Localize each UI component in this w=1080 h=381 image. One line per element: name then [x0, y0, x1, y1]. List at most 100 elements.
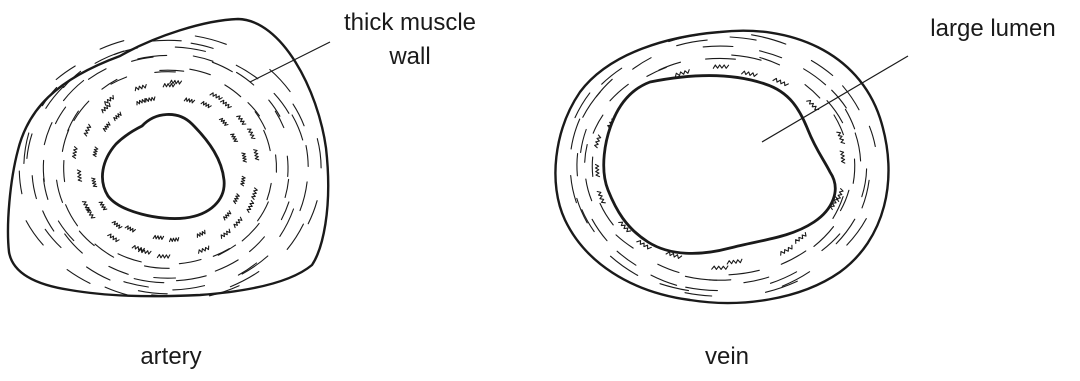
fibre-stroke — [685, 293, 712, 296]
fibre-squiggle — [157, 255, 169, 259]
fibre-stroke — [611, 256, 638, 275]
artery-wall-leader-line — [250, 42, 330, 82]
fibre-squiggle — [99, 202, 107, 210]
fibre-stroke — [65, 234, 83, 253]
fibre-squiggle — [135, 85, 146, 91]
artery-cross-section — [8, 19, 328, 296]
fibre-squiggle — [713, 65, 728, 68]
fibre-stroke — [109, 266, 128, 274]
fibre-stroke — [175, 47, 205, 51]
fibre-stroke — [805, 85, 820, 98]
fibre-stroke — [43, 160, 44, 181]
fibre-stroke — [155, 72, 176, 73]
fibre-squiggle — [108, 234, 119, 242]
fibre-stroke — [317, 139, 321, 168]
fibre-stroke — [847, 219, 867, 246]
fibre-squiggle — [231, 134, 238, 141]
fibre-stroke — [56, 107, 66, 124]
fibre-stroke — [300, 182, 307, 211]
vein-caption: vein — [705, 343, 749, 370]
fibre-stroke — [258, 202, 269, 221]
fibre-stroke — [730, 37, 756, 40]
fibre-stroke — [190, 69, 211, 75]
fibre-stroke — [811, 61, 832, 76]
fibre-stroke — [571, 119, 580, 149]
fibre-stroke — [242, 223, 259, 241]
fibre-stroke — [600, 203, 613, 225]
fibre-stroke — [571, 176, 577, 203]
fibre-stroke — [280, 209, 294, 236]
fibre-squiggle — [73, 147, 78, 159]
fibre-squiggle — [247, 201, 254, 213]
fibre-stroke — [138, 291, 167, 294]
fibre-stroke — [124, 282, 148, 287]
fibre-stroke — [179, 260, 201, 264]
fibre-stroke — [647, 67, 666, 76]
fibre-stroke — [744, 277, 769, 283]
fibre-stroke — [151, 40, 181, 41]
fibre-stroke — [26, 221, 43, 245]
fibre-squiggle — [103, 122, 110, 131]
fibre-stroke — [173, 286, 205, 290]
fibre-squiggle — [112, 221, 122, 228]
fibre-squiggle — [221, 229, 230, 238]
fibre-stroke — [64, 161, 65, 182]
fibre-stroke — [752, 35, 786, 44]
fibre-squiggle — [201, 102, 211, 108]
fibre-squiggle — [114, 112, 121, 121]
fibre-squiggle — [137, 99, 145, 105]
fibre-stroke — [45, 229, 61, 247]
artery-lumen — [102, 114, 224, 218]
fibre-stroke — [685, 276, 716, 280]
fibre-squiggle — [773, 78, 788, 85]
fibre-squiggle — [596, 165, 600, 177]
fibre-squiggle — [170, 238, 179, 242]
fibre-squiggle — [125, 226, 135, 232]
fibre-stroke — [804, 69, 826, 85]
fibre-stroke — [760, 51, 782, 58]
fibre-stroke — [617, 251, 636, 265]
fibre-stroke — [193, 56, 213, 61]
fibre-squiggle — [597, 192, 605, 203]
fibre-stroke — [585, 145, 588, 163]
fibre-stroke — [659, 62, 681, 70]
fibre-stroke — [100, 41, 124, 49]
fibre-stroke — [66, 205, 78, 226]
fibre-squiggle — [184, 98, 194, 103]
fibre-squiggle — [595, 135, 601, 148]
fibre-stroke — [686, 287, 718, 290]
fibre-stroke — [845, 109, 854, 129]
fibre-squiggle — [132, 246, 144, 252]
fibre-squiggle — [92, 178, 97, 187]
fibre-stroke — [593, 115, 603, 133]
fibre-squiggle — [742, 71, 758, 76]
fibre-stroke — [706, 58, 736, 59]
fibre-stroke — [732, 55, 761, 60]
fibre-stroke — [79, 231, 94, 246]
fibre-stroke — [581, 130, 587, 153]
fibre-squiggle — [840, 151, 845, 163]
fibre-squiggle — [197, 230, 205, 237]
fibre-stroke — [293, 104, 304, 126]
fibre-squiggle — [224, 211, 231, 220]
fibre-squiggle — [210, 93, 222, 100]
fibre-stroke — [68, 111, 79, 131]
fibre-squiggle — [93, 147, 98, 157]
fibre-stroke — [592, 157, 593, 176]
fibre-stroke — [238, 263, 256, 275]
fibre-squiggle — [153, 235, 163, 239]
fibre-squiggle — [252, 188, 258, 200]
fibre-stroke — [586, 179, 592, 201]
fibre-stroke — [212, 62, 232, 71]
fibre-stroke — [102, 79, 117, 89]
fibre-stroke — [242, 256, 268, 274]
vein-lumen-label: large lumen — [930, 15, 1055, 42]
fibre-stroke — [633, 58, 651, 69]
fibre-squiggle — [807, 101, 819, 110]
fibre-stroke — [43, 211, 54, 231]
fibre-stroke — [306, 146, 308, 167]
fibre-stroke — [658, 264, 679, 272]
fibre-stroke — [308, 201, 317, 224]
fibre-stroke — [230, 272, 258, 287]
fibre-squiggle — [146, 97, 155, 102]
